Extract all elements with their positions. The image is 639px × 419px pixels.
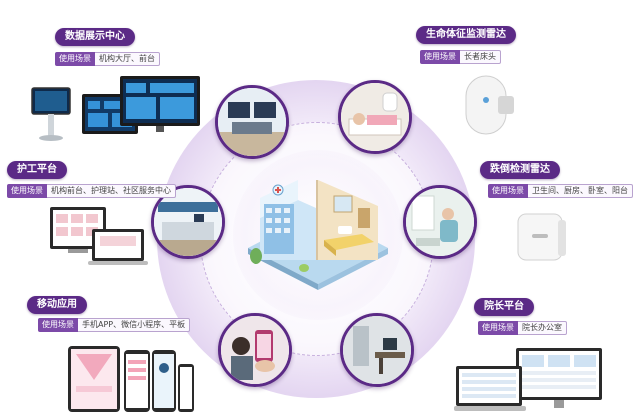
scene-value: 机构前台、护理站、社区服务中心 <box>47 184 176 198</box>
scene-tag: 使用场景 <box>55 52 95 66</box>
scene-row-care: 使用场景 机构前台、护理站、社区服务中心 <box>7 184 176 198</box>
scene-tag: 使用场景 <box>38 318 78 332</box>
vital-radar-device-icon <box>465 75 514 135</box>
scene-row-director: 使用场景 院长办公室 <box>478 321 567 335</box>
display-screens-icon <box>31 76 200 141</box>
fall-radar-device-icon <box>517 213 566 261</box>
scene-tag: 使用场景 <box>478 321 518 335</box>
monitor-room-icon <box>215 85 289 159</box>
section-title-fall-radar: 跌倒检测雷达 <box>480 161 560 179</box>
scene-row-mobile: 使用场景 手机APP、微信小程序、平板 <box>38 318 191 332</box>
scene-row-data-display: 使用场景 机构大厅、前台 <box>55 52 160 66</box>
section-title-data-display: 数据展示中心 <box>55 28 135 46</box>
scene-tag: 使用场景 <box>488 184 528 198</box>
section-title-care: 护工平台 <box>7 161 67 179</box>
care-devices-icon <box>50 207 148 265</box>
section-title-vital-radar: 生命体征监测雷达 <box>416 26 516 44</box>
phone-hand-icon <box>218 313 292 387</box>
scene-value: 机构大厅、前台 <box>95 52 160 66</box>
scene-value: 院长办公室 <box>518 321 567 335</box>
mobile-devices-icon <box>68 346 194 412</box>
bed-elder-icon <box>338 80 412 154</box>
scene-tag: 使用场景 <box>420 50 460 64</box>
office-desk-icon <box>340 313 414 387</box>
scene-value: 卫生间、厨房、卧室、阳台 <box>528 184 633 198</box>
scene-value: 长者床头 <box>460 50 501 64</box>
scene-row-vital-radar: 使用场景 长者床头 <box>420 50 501 64</box>
building-icon <box>248 180 388 290</box>
section-title-mobile: 移动应用 <box>27 296 87 314</box>
section-title-director: 院长平台 <box>474 298 534 316</box>
scene-row-fall-radar: 使用场景 卫生间、厨房、卧室、阳台 <box>488 184 633 198</box>
fall-care-icon <box>403 185 477 259</box>
director-devices-icon <box>454 348 602 411</box>
scene-value: 手机APP、微信小程序、平板 <box>78 318 191 332</box>
scene-tag: 使用场景 <box>7 184 47 198</box>
